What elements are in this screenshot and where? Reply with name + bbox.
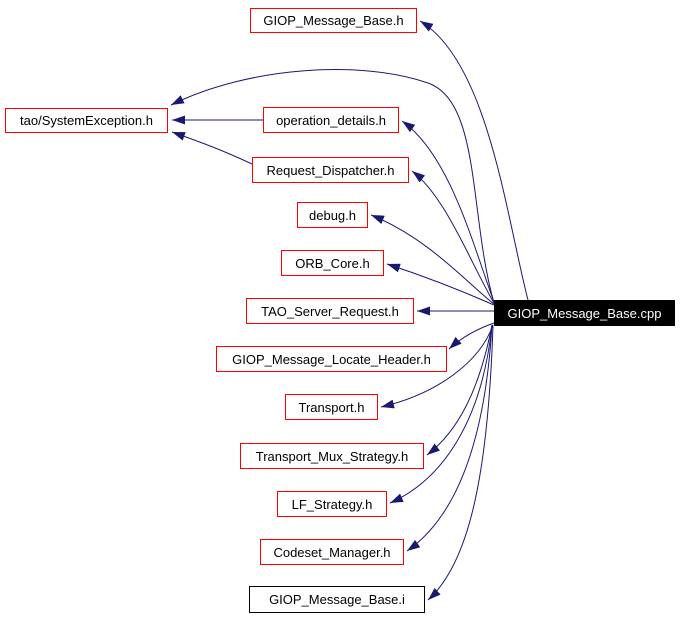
graph-node-giop_message_base_cpp: GIOP_Message_Base.cpp — [494, 300, 675, 326]
edge-giop_message_base_cpp-to-giop_message_base_h — [419, 20, 529, 301]
edge-giop_message_base_cpp-to-request_dispatcher_h — [411, 170, 495, 304]
graph-node-transport_mux_strategy_h[interactable]: Transport_Mux_Strategy.h — [240, 443, 424, 469]
edge-giop_message_base_cpp-to-tao_systemexception_h — [170, 69, 495, 304]
edge-giop_message_base_cpp-to-giop_message_base_i — [427, 325, 494, 601]
edge-giop_message_base_cpp-to-transport_h — [380, 324, 494, 409]
graph-node-giop_message_base_h[interactable]: GIOP_Message_Base.h — [250, 8, 417, 33]
graph-node-giop_message_locate_header_h[interactable]: GIOP_Message_Locate_Header.h — [216, 346, 447, 372]
graph-node-transport_h[interactable]: Transport.h — [285, 394, 378, 420]
edge-giop_message_base_cpp-to-giop_message_locate_header_h — [448, 322, 495, 350]
edge-giop_message_base_cpp-to-transport_mux_strategy_h — [426, 324, 493, 456]
graph-node-lf_strategy_h[interactable]: LF_Strategy.h — [277, 491, 387, 517]
graph-node-request_dispatcher_h[interactable]: Request_Dispatcher.h — [252, 157, 409, 183]
graph-node-operation_details_h[interactable]: operation_details.h — [263, 107, 399, 133]
edge-giop_message_base_cpp-to-orb_core_h — [386, 263, 495, 306]
edge-giop_message_base_cpp-to-debug_h — [370, 214, 495, 305]
edge-request_dispatcher_h-to-tao_systemexception_h — [171, 131, 253, 165]
graph-node-debug_h[interactable]: debug.h — [297, 202, 368, 228]
graph-node-tao_server_request_h[interactable]: TAO_Server_Request.h — [246, 298, 414, 324]
graph-node-codeset_manager_h[interactable]: Codeset_Manager.h — [260, 539, 404, 565]
edge-giop_message_base_cpp-to-operation_details_h — [401, 120, 495, 303]
edge-giop_message_base_cpp-to-codeset_manager_h — [406, 324, 493, 552]
edge-giop_message_base_cpp-to-lf_strategy_h — [389, 324, 493, 504]
graph-node-tao_systemexception_h[interactable]: tao/SystemException.h — [5, 108, 168, 133]
graph-node-orb_core_h[interactable]: ORB_Core.h — [281, 250, 384, 276]
graph-node-giop_message_base_i[interactable]: GIOP_Message_Base.i — [249, 586, 425, 613]
